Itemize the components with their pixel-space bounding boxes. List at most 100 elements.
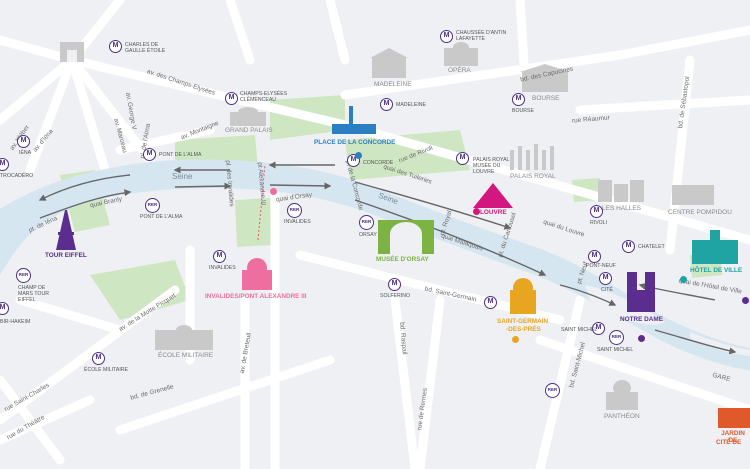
station-cite: CITÉ: [601, 287, 613, 293]
station-invalides-metro: INVALIDES: [209, 265, 236, 271]
poi-saint-germain-2: -DES-PRÉS: [506, 326, 541, 333]
route-arrows: [38, 161, 737, 355]
ile-de-la-cite: [585, 285, 665, 325]
metro-icon: M: [0, 302, 9, 315]
pantheon-picto: [606, 380, 638, 410]
metro-icon: M: [456, 152, 469, 165]
metro-icon: M: [143, 148, 156, 161]
poi-extra-dot: [742, 297, 749, 304]
pont-alexandre-dashed: [257, 164, 266, 241]
poi-jardin-2: CITÉ DE: [716, 439, 742, 446]
poi-concorde: PLACE DE LA CONCORDE: [314, 139, 396, 146]
hotel-de-ville-picto: [692, 230, 738, 264]
madeleine-picto: [370, 48, 408, 78]
opera-picto: [444, 42, 478, 66]
metro-icon: M: [592, 322, 605, 335]
landmark-madeleine: MADELEINE: [374, 81, 412, 88]
concorde-picto: [332, 106, 376, 134]
rer-icon: RER: [16, 268, 31, 283]
station-orsay: ORSAY: [359, 232, 377, 238]
poi-notre-dame-dot: [638, 335, 645, 342]
landmark-pompidou: CENTRE POMPIDOU: [668, 209, 732, 216]
jardin-picto: [718, 408, 750, 428]
landmark-palais-royal: PALAIS ROYAL: [510, 173, 556, 180]
station-saint-michel-rer: SAINT MICHEL: [597, 347, 634, 353]
poi-orsay: MUSÉE D'ORSAY: [376, 256, 429, 263]
metro-icon: M: [440, 30, 453, 43]
metro-icon: M: [484, 296, 497, 309]
arc-de-triomphe-picto: [60, 42, 84, 62]
metro-icon: M: [599, 272, 612, 285]
metro-icon: M: [590, 205, 603, 218]
station-rivoli: RIVOLI: [590, 220, 608, 226]
metro-icon: M: [92, 352, 105, 365]
station-invalides-rer: INVALIDES: [284, 219, 311, 225]
eiffel-tower-picto: [56, 210, 76, 250]
poi-eiffel: TOUR EIFFEL: [45, 252, 87, 259]
invalides-picto: [242, 258, 272, 290]
station-madeleine: MADELEINE: [396, 102, 426, 108]
metro-icon: M: [225, 92, 238, 105]
poi-hotel-de-ville-dot: [680, 276, 687, 283]
landmark-pantheon: PANTHÉON: [604, 413, 640, 420]
station-alma-rer: PONT DE L'ALMA: [140, 214, 183, 220]
gray-pictos: [60, 42, 714, 410]
landmark-les-halles: LES HALLES: [602, 205, 642, 212]
station-etoile: CHARLES DE GAULLE ÉTOILE: [125, 42, 166, 54]
metro-icon: M: [588, 250, 601, 263]
metro-icon: M: [388, 278, 401, 291]
station-alma-metro: PONT DE L'ALMA: [159, 152, 202, 158]
seine-label-1: Seine: [172, 172, 193, 181]
poi-concorde-dot: [355, 152, 362, 159]
bourse-picto: [520, 64, 570, 92]
station-bir-hakeim: BIR-HAKEIM: [0, 319, 31, 325]
rer-icon: RER: [287, 203, 302, 218]
poi-invalides: INVALIDES/PONT ALEXANDRE III: [205, 293, 307, 300]
ecole-militaire-picto: [155, 325, 213, 350]
station-saint-michel: SAINT MICHEL: [561, 327, 598, 333]
poi-notre-dame: NOTRE DAME: [620, 316, 663, 323]
rer-icon: RER: [545, 383, 560, 398]
metro-icon: M: [0, 158, 9, 171]
station-trocadero: TROCADÉRO: [0, 173, 34, 179]
station-chatelet: CHATELET: [638, 244, 665, 250]
station-solferino: SOLFERINO: [380, 293, 410, 299]
metro-icon: M: [17, 135, 30, 148]
rer-icon: RER: [359, 215, 374, 230]
orsay-picto: [378, 220, 434, 254]
grand-palais-picto: [230, 107, 266, 126]
landmark-bourse: BOURSE: [532, 95, 560, 102]
rer-icon: RER: [609, 330, 624, 345]
station-chaussee: CHAUSSÉE D'ANTIN LAFAYETTE: [456, 30, 507, 42]
metro-icon: M: [512, 93, 525, 106]
station-bourse: BOURSE: [512, 108, 534, 114]
poi-louvre: LOUVRE: [480, 209, 507, 216]
rer-icon: RER: [145, 198, 160, 213]
station-palais-royal: PALAIS ROYAL MUSÉE DU LOUVRE: [473, 157, 510, 175]
metro-icon: M: [213, 250, 226, 263]
station-iena: IÉNA: [19, 150, 32, 156]
palais-royal-picto: [510, 144, 554, 170]
station-champs-clem: CHAMPS-ELYSÉES CLÉMENCEAU: [240, 91, 288, 103]
notre-dame-picto: [627, 272, 655, 312]
poi-louvre-dot: [473, 208, 480, 215]
metro-icon: M: [622, 240, 635, 253]
poi-invalides-dot: [270, 188, 277, 195]
pompidou-picto: [672, 185, 714, 205]
metro-icon: M: [109, 40, 122, 53]
metro-icon: M: [380, 98, 393, 111]
seine-river: [0, 159, 750, 371]
landmark-ecole-militaire: ÉCOLE MILITAIRE: [158, 352, 214, 359]
station-pont-neuf: PONT-NEUF: [586, 263, 616, 269]
poi-saint-germain-dot: [512, 336, 519, 343]
saint-germain-picto: [510, 278, 536, 314]
landmark-grand-palais: GRAND PALAIS: [225, 127, 273, 134]
poi-saint-germain-1: SAINT-GERMAIN: [497, 318, 549, 325]
les-halles-picto: [598, 180, 644, 202]
poi-jardin-1: JARDIN DE: [721, 430, 745, 445]
station-champ-mars: CHAMP DE MARS TOUR EIFFEL: [18, 285, 49, 303]
landmark-opera: OPÉRA: [448, 67, 471, 74]
